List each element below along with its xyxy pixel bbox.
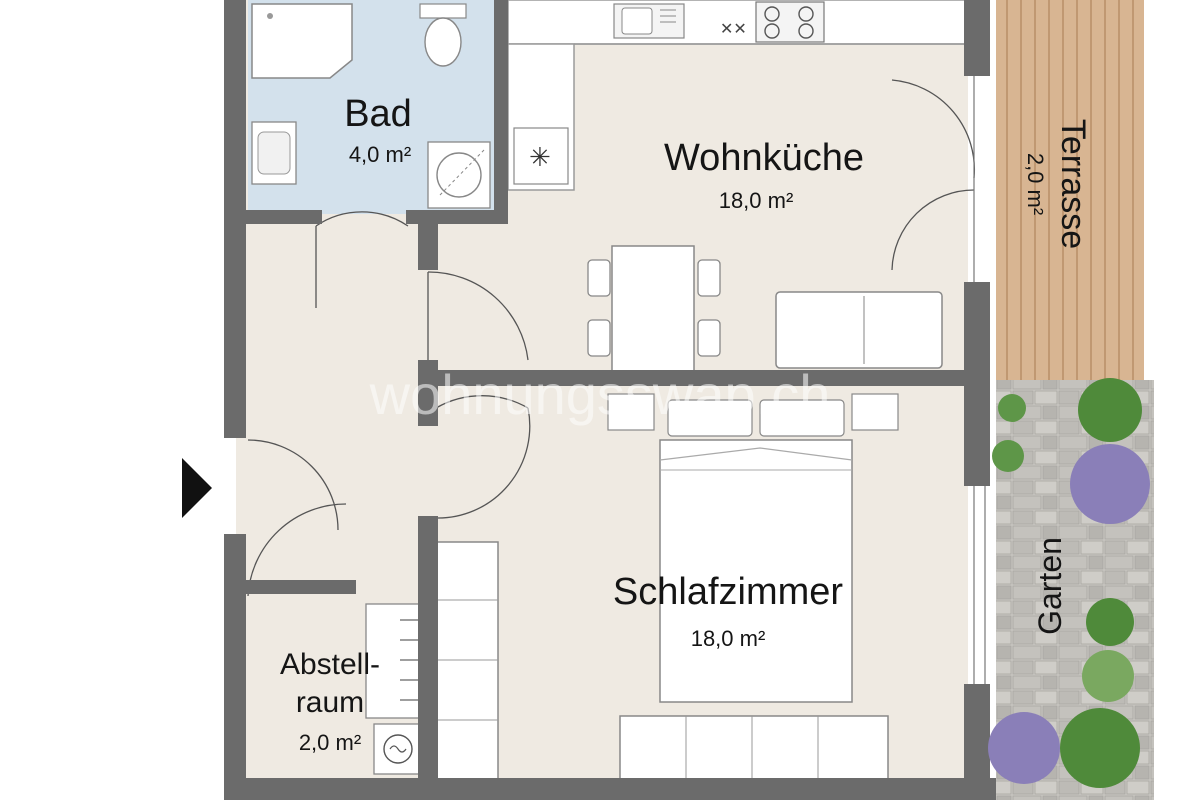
- svg-text:✳: ✳: [529, 143, 551, 173]
- bad-area: 4,0 m²: [349, 142, 411, 167]
- toilet-icon: [419, 3, 467, 67]
- abstellraum-area: 2,0 m²: [299, 730, 361, 755]
- washbasin-icon: [251, 121, 297, 185]
- fridge-icon: ✳: [513, 127, 569, 185]
- sink-icon: [613, 3, 685, 39]
- schlafzimmer-area: 18,0 m²: [691, 626, 766, 651]
- storage-shelf: [365, 603, 421, 719]
- shower-tray: [251, 3, 353, 79]
- dresser: [619, 715, 889, 787]
- wohnkueche-label: Wohnküche: [664, 137, 864, 179]
- bad-label: Bad: [344, 93, 412, 135]
- watermark: wohnungsswap.ch: [369, 363, 831, 426]
- washing-machine-icon: [373, 723, 423, 775]
- dining-chairs: [587, 259, 721, 357]
- nightstands: [607, 393, 899, 431]
- abstellraum-label-line2: raum: [296, 686, 364, 719]
- dishwasher-icon: ✕✕: [720, 19, 747, 38]
- sofa: [775, 291, 943, 369]
- entrance-arrow-icon: [182, 458, 212, 518]
- abstellraum-label-line1: Abstell-: [280, 648, 380, 681]
- shower-icon: [427, 141, 491, 209]
- garten-label: Garten: [1032, 537, 1068, 635]
- double-bed: [659, 399, 853, 703]
- schlafzimmer-label: Schlafzimmer: [613, 571, 843, 613]
- wardrobe: [435, 541, 499, 787]
- dining-table: [611, 245, 695, 373]
- terrasse-area: 2,0 m²: [1023, 153, 1048, 215]
- wohnkueche-area: 18,0 m²: [719, 188, 794, 213]
- terrasse-label: Terrasse: [1054, 119, 1092, 249]
- kitchen-counter: [507, 0, 971, 191]
- door-swings: [247, 79, 976, 597]
- stove-icon: [755, 1, 825, 43]
- svg-text:✕✕: ✕✕: [720, 19, 747, 38]
- garden-plants: [988, 378, 1150, 788]
- terrace-area: [996, 0, 1144, 380]
- windows: [973, 76, 986, 684]
- walls: [224, 0, 996, 800]
